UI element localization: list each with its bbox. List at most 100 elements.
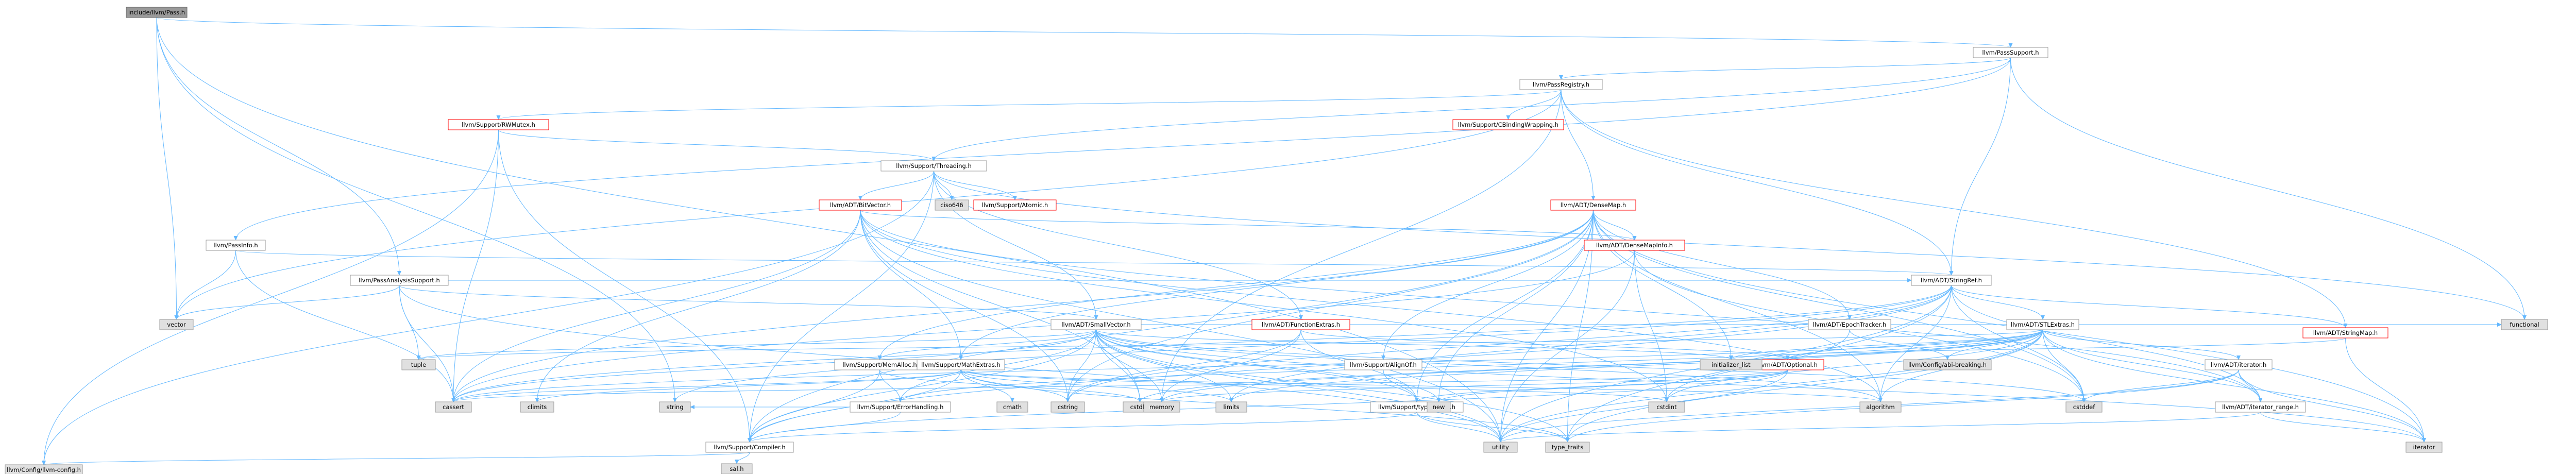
node-stlextras[interactable]: llvm/ADT/STLExtras.h — [2006, 319, 2079, 330]
node-box-cmath — [996, 401, 1028, 413]
edge-densemap-to-mathextras — [959, 210, 1594, 360]
edge-stlextras-to-utility — [1498, 329, 2043, 443]
node-cmath: cmath — [996, 401, 1028, 413]
node-label-initlist: initializer_list — [1711, 361, 1751, 368]
edge-aligncf-to-typetraits — [1383, 369, 1419, 402]
node-label-passsupport: llvm/PassSupport.h — [1982, 49, 2039, 56]
edge-stlextras-to-cassert — [451, 329, 2043, 402]
edge-iteratorrange-to-iterator_std — [2260, 412, 2426, 443]
node-iterator[interactable]: llvm/ADT/iterator.h — [2205, 359, 2273, 370]
edge-densemap-to-cstring — [1065, 210, 1594, 402]
node-memory: memory — [1143, 401, 1180, 413]
edge-bitvector-to-cassert — [451, 210, 861, 402]
node-passregistry[interactable]: llvm/PassRegistry.h — [1519, 79, 1603, 90]
node-cstddef: cstddef — [2065, 401, 2103, 413]
node-stringmap[interactable]: llvm/ADT/StringMap.h — [2302, 327, 2388, 338]
node-mathextras[interactable]: llvm/Support/MathExtras.h — [917, 359, 1005, 370]
node-rwmutex[interactable]: llvm/Support/RWMutex.h — [448, 119, 549, 130]
edge-functionextras-to-memory — [1160, 329, 1301, 402]
node-optional[interactable]: llvm/ADT/Optional.h — [1751, 359, 1824, 370]
node-passanalysis[interactable]: llvm/PassAnalysisSupport.h — [350, 275, 449, 286]
node-box-iterator_std — [2405, 442, 2443, 453]
edge-typetraits-to-compiler — [748, 412, 1417, 443]
edge-passregistry-to-memory — [1160, 89, 1562, 402]
edge-rwmutex-to-llvmconfig — [42, 129, 499, 465]
edge-passinfo-to-vector — [174, 250, 236, 320]
edge-threading-to-bitvector — [858, 171, 934, 200]
node-passsupport[interactable]: llvm/PassSupport.h — [1973, 47, 2048, 58]
node-functionextras[interactable]: llvm/ADT/FunctionExtras.h — [1251, 319, 1350, 330]
node-new: new — [1427, 401, 1451, 413]
node-box-tuple — [401, 359, 436, 370]
node-compiler[interactable]: llvm/Support/Compiler.h — [705, 442, 794, 453]
edge-smallvector-to-algorithm — [1096, 329, 1883, 402]
node-memalloc[interactable]: llvm/Support/MemAlloc.h — [834, 359, 925, 370]
node-label-memory: memory — [1149, 403, 1174, 411]
node-box-threading — [880, 160, 987, 172]
node-box-initlist — [1700, 359, 1762, 370]
edge-stringmap-to-iterator_std — [2345, 337, 2426, 443]
edge-passanalysis-to-tuple — [399, 285, 421, 360]
edge-stlextras-to-typetraits_std — [1565, 329, 2043, 443]
node-functional: functional — [2501, 319, 2548, 330]
edge-pass-to-string — [156, 17, 677, 402]
node-bitvector[interactable]: llvm/ADT/BitVector.h — [819, 199, 902, 211]
node-box-mathextras — [917, 359, 1005, 370]
node-box-abibreaking — [1903, 359, 1992, 370]
node-vector: vector — [159, 319, 194, 330]
edge-densemapinfo-to-utility — [1498, 250, 1635, 443]
node-llvmconfig: llvm/Config/llvm-config.h — [5, 464, 83, 474]
node-cbinding[interactable]: llvm/Support/CBindingWrapping.h — [1452, 119, 1564, 130]
edge-stlextras-to-tuple — [417, 329, 2043, 360]
node-densemapinfo[interactable]: llvm/ADT/DenseMapInfo.h — [1584, 240, 1685, 251]
node-box-rwmutex — [448, 119, 549, 130]
edge-smallvector-to-cstring — [1065, 329, 1096, 402]
node-label-vector: vector — [167, 321, 186, 328]
node-label-ciso646: ciso646 — [940, 201, 963, 209]
node-aligncf[interactable]: llvm/Support/AlignOf.h — [1344, 359, 1422, 370]
edge-densemap-to-cstddef — [1593, 210, 2086, 402]
edge-passinfo-to-stringref — [235, 250, 1953, 276]
edge-epochtracker-to-abibreaking — [1849, 329, 1950, 360]
edge-pass-to-passsupport — [156, 17, 2012, 48]
node-epochtracker[interactable]: llvm/ADT/EpochTracker.h — [1808, 319, 1891, 330]
edge-densemap-to-utility — [1498, 210, 1594, 443]
edge-threading-to-functionextras — [934, 171, 1303, 320]
edge-stlextras-to-iterator_std — [2042, 329, 2426, 443]
edge-stlextras-to-abibreaking — [1945, 329, 2043, 360]
node-stringref[interactable]: llvm/ADT/StringRef.h — [1911, 275, 1992, 286]
node-label-string: string — [666, 403, 683, 411]
node-label-stringmap: llvm/ADT/StringMap.h — [2313, 329, 2378, 336]
edge-typetraits-to-typetraits_std — [1416, 412, 1570, 443]
edge-mathextras-to-cstdint — [960, 369, 1669, 402]
edge-smallvector-to-iterator_std — [1096, 329, 2426, 443]
node-atomic[interactable]: llvm/Support/Atomic.h — [973, 199, 1057, 211]
node-label-cstdint: cstdint — [1656, 403, 1677, 411]
node-box-iterator — [2205, 359, 2273, 370]
edge-mathextras-to-climits — [535, 369, 961, 402]
node-box-atomic — [973, 199, 1057, 211]
node-threading[interactable]: llvm/Support/Threading.h — [880, 160, 987, 172]
edge-stringmap-to-stringref — [1949, 285, 2346, 328]
node-label-epochtracker: llvm/ADT/EpochTracker.h — [1813, 321, 1886, 328]
node-limits: limits — [1215, 401, 1247, 413]
edge-bitvector-to-densemapinfo — [860, 210, 1637, 241]
node-pass[interactable]: include/llvm/Pass.h — [126, 7, 188, 18]
edge-passregistry-to-stringmap — [1561, 89, 2348, 328]
node-label-iterator: llvm/ADT/iterator.h — [2211, 361, 2267, 368]
edge-memalloc-to-errorhandling — [879, 369, 903, 402]
node-box-limits — [1215, 401, 1247, 413]
node-label-densemap: llvm/ADT/DenseMap.h — [1561, 201, 1626, 209]
edge-compiler-to-sal — [735, 452, 750, 464]
edge-bitvector-to-climits — [535, 210, 861, 402]
node-label-cmath: cmath — [1003, 403, 1022, 411]
node-iteratorrange[interactable]: llvm/ADT/iterator_range.h — [2215, 401, 2306, 413]
node-label-passinfo: llvm/PassInfo.h — [213, 242, 258, 249]
node-smallvector[interactable]: llvm/ADT/SmallVector.h — [1050, 319, 1142, 330]
node-errorhandling[interactable]: llvm/Support/ErrorHandling.h — [850, 401, 951, 413]
node-box-utility — [1483, 442, 1518, 453]
edge-stringref-to-algorithm — [1878, 285, 1952, 402]
node-densemap[interactable]: llvm/ADT/DenseMap.h — [1550, 199, 1636, 211]
edge-stlextras-to-memory — [1160, 329, 2043, 402]
node-passinfo[interactable]: llvm/PassInfo.h — [206, 240, 266, 251]
